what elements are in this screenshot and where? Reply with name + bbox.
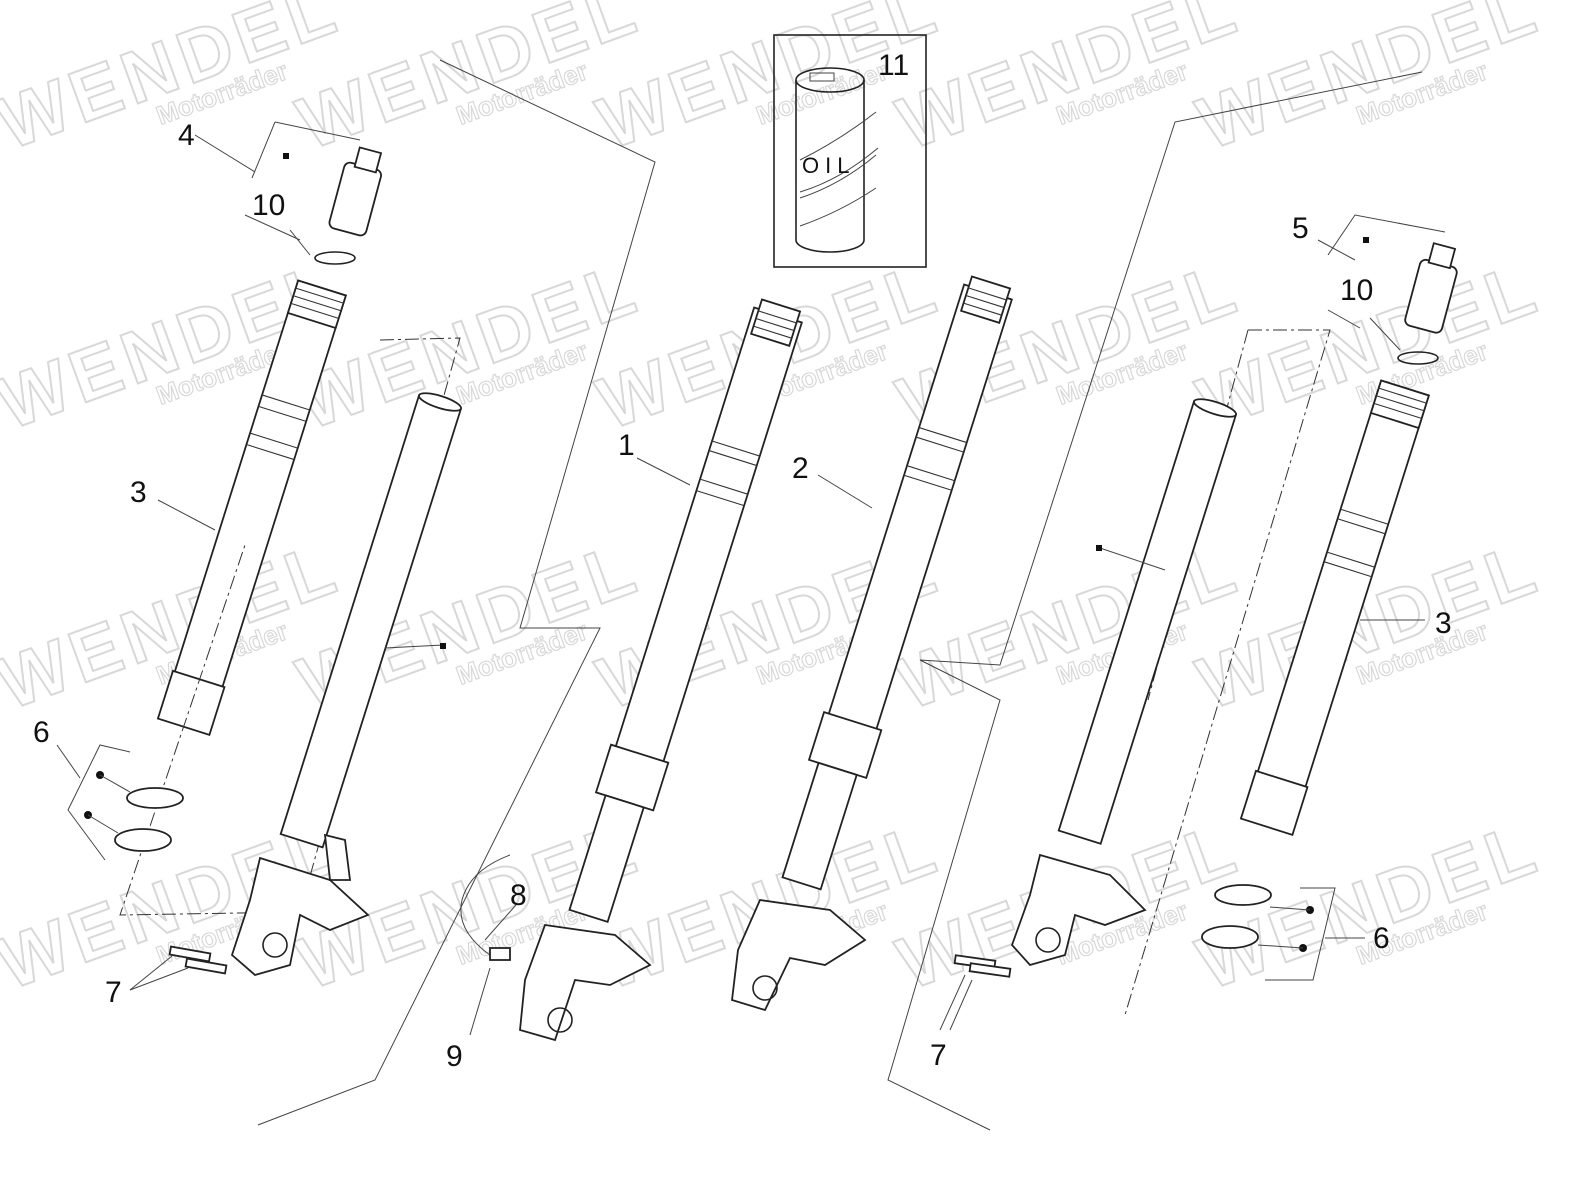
fork-assembly-1 — [519, 298, 803, 1042]
right-fork-foot — [1010, 853, 1147, 967]
section-outline — [257, 59, 1423, 1131]
fork-assembly-2 — [731, 275, 1013, 1012]
left-seals — [67, 744, 184, 861]
callout-11: 11 — [878, 49, 909, 82]
right-bolts — [939, 954, 1012, 1031]
callout-10-right: 10 — [1340, 274, 1373, 307]
svg-text:WENDEL: WENDEL — [887, 525, 1251, 725]
callout-labels: 4 10 3 6 7 1 2 8 9 5 10 3 6 7 — [33, 119, 1452, 1073]
left-fork-leg — [56, 121, 463, 991]
right-outer-tube — [1239, 379, 1430, 836]
callout-3-left: 3 — [130, 476, 147, 509]
callout-9: 9 — [446, 1040, 463, 1073]
right-oring — [1397, 351, 1439, 365]
callout-4: 4 — [178, 119, 195, 152]
callout-6-right: 6 — [1373, 922, 1390, 955]
fork-2-foot — [731, 899, 867, 1012]
right-seals — [1201, 884, 1365, 981]
right-inner-tube — [1057, 398, 1238, 845]
left-cartridge — [283, 146, 383, 237]
callout-7-left: 7 — [105, 976, 122, 1009]
right-fork-leg — [939, 214, 1458, 1031]
oil-can-box: OIL 11 — [773, 34, 927, 268]
left-inner-tube — [279, 392, 463, 849]
left-bolts — [129, 945, 228, 991]
svg-text:WENDEL: WENDEL — [287, 245, 651, 445]
callout-1: 1 — [618, 429, 635, 462]
callout-5: 5 — [1292, 212, 1309, 245]
callout-6-left: 6 — [33, 716, 50, 749]
oil-label: OIL — [802, 153, 855, 178]
sensor-cable — [460, 854, 517, 1036]
right-cartridge — [1363, 237, 1458, 334]
callout-3-right: 3 — [1435, 607, 1452, 640]
callout-7-right: 7 — [930, 1039, 947, 1072]
callout-8: 8 — [510, 879, 527, 912]
left-oring — [314, 251, 356, 265]
callout-10-left: 10 — [252, 189, 285, 222]
callout-2: 2 — [792, 452, 809, 485]
left-fork-foot — [230, 856, 370, 976]
